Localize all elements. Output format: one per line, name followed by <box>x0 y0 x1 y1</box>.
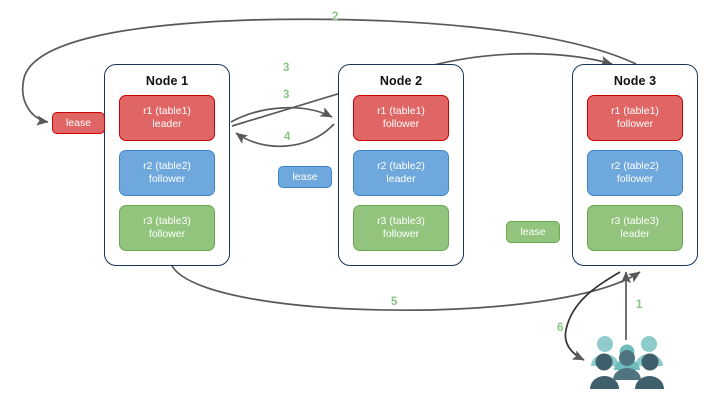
node-title: Node 3 <box>613 74 657 88</box>
step-label-6: 6 <box>557 322 564 334</box>
arrow-step-3-lower <box>230 106 333 123</box>
node-box-node-3[interactable]: Node 3 r1 (table1) follower r2 (table2) … <box>572 64 698 266</box>
replica-chip-r1[interactable]: r1 (table1) follower <box>587 95 683 141</box>
users-group-icon <box>590 336 664 389</box>
lease-badge-green[interactable]: lease <box>506 221 560 243</box>
replica-role: leader <box>152 118 182 130</box>
node-title: Node 2 <box>379 74 423 88</box>
step-label-2: 2 <box>332 11 339 23</box>
replica-name: r3 (table3) <box>611 214 659 227</box>
lease-label: lease <box>65 117 92 129</box>
replica-name: r1 (table1) <box>377 104 425 117</box>
arrow-step-6 <box>564 271 621 361</box>
replica-chip-r3[interactable]: r3 (table3) leader <box>587 205 683 251</box>
replica-role: follower <box>148 173 186 185</box>
replica-name: r2 (table2) <box>377 159 425 172</box>
replica-role: follower <box>616 118 654 130</box>
arrow-step-2 <box>21 18 637 126</box>
replica-role: follower <box>616 173 654 185</box>
replica-role: leader <box>620 228 650 240</box>
replica-role: follower <box>382 118 420 130</box>
arrow-step-5 <box>171 265 641 312</box>
replica-name: r1 (table1) <box>611 104 659 117</box>
lease-badge-blue[interactable]: lease <box>278 166 332 188</box>
replica-chip-r2[interactable]: r2 (table2) follower <box>587 150 683 196</box>
arrow-step-4 <box>235 123 335 148</box>
node-title: Node 1 <box>145 74 189 88</box>
replica-chip-r2[interactable]: r2 (table2) leader <box>353 150 449 196</box>
replica-name: r3 (table3) <box>377 214 425 227</box>
arrow-step-3-upper <box>231 52 613 127</box>
replica-name: r1 (table1) <box>143 104 191 117</box>
users-front-row <box>590 353 664 389</box>
step-label-5: 5 <box>391 296 398 308</box>
replica-role: follower <box>382 228 420 240</box>
lease-badge-red[interactable]: lease <box>52 112 105 134</box>
replica-name: r3 (table3) <box>143 214 191 227</box>
step-label-3b: 3 <box>283 89 290 101</box>
lease-label: lease <box>292 171 318 183</box>
replica-chip-r3[interactable]: r3 (table3) follower <box>353 205 449 251</box>
node-box-node-1[interactable]: Node 1 r1 (table1) leader r2 (table2) fo… <box>104 64 230 266</box>
replica-chip-r3[interactable]: r3 (table3) follower <box>119 205 215 251</box>
step-label-1: 1 <box>636 299 643 311</box>
user-front-center <box>613 350 641 380</box>
step-label-4: 4 <box>284 131 291 143</box>
lease-label: lease <box>520 226 546 238</box>
replica-role: follower <box>148 228 186 240</box>
replica-chip-r2[interactable]: r2 (table2) follower <box>119 150 215 196</box>
replica-name: r2 (table2) <box>143 159 191 172</box>
replica-chip-r1[interactable]: r1 (table1) leader <box>119 95 215 141</box>
replica-name: r2 (table2) <box>611 159 659 172</box>
replica-role: leader <box>386 173 416 185</box>
step-label-3a: 3 <box>283 62 290 74</box>
replica-chip-r1[interactable]: r1 (table1) follower <box>353 95 449 141</box>
node-box-node-2[interactable]: Node 2 r1 (table1) follower r2 (table2) … <box>338 64 464 266</box>
